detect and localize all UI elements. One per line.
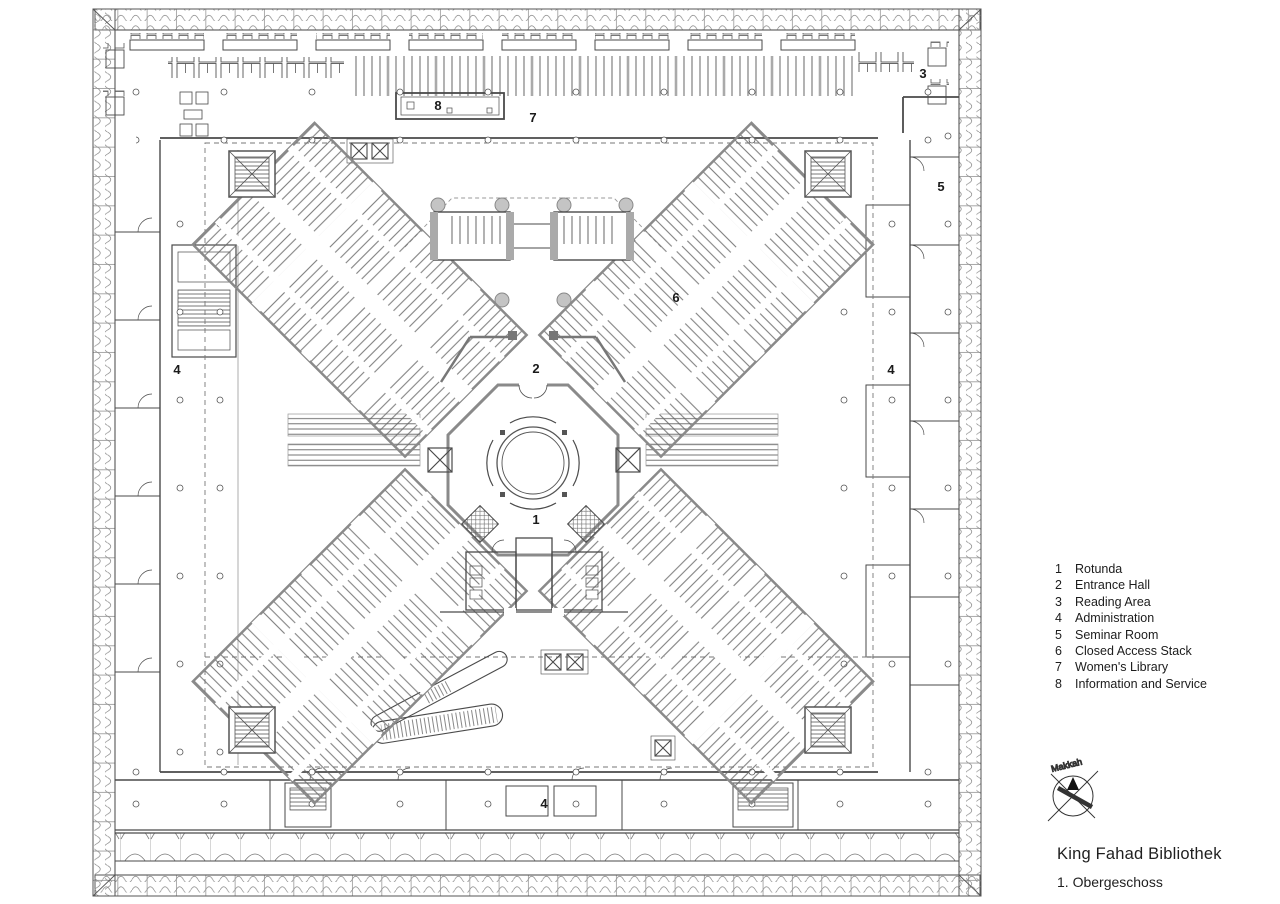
rotunda-circle xyxy=(496,426,570,500)
reading-area-wall xyxy=(902,96,959,133)
stair-tower-nw xyxy=(228,150,276,198)
arcade-band xyxy=(115,833,959,861)
legend-label: Information and Service xyxy=(1075,676,1208,691)
label-administration-left: 4 xyxy=(173,362,181,377)
compass-bar xyxy=(1056,786,1094,809)
rotunda-core xyxy=(427,211,641,616)
legend-item: 4 Administration xyxy=(1055,610,1207,626)
legend-label: Entrance Hall xyxy=(1075,578,1151,593)
label-closed-access-stack: 6 xyxy=(672,290,679,305)
legend-num: 1 xyxy=(1055,562,1062,576)
escalator xyxy=(370,650,508,744)
label-reading-area: 3 xyxy=(919,66,926,81)
grid-dashed-outline xyxy=(204,142,874,768)
legend-item: 5 Seminar Room xyxy=(1055,627,1207,643)
label-administration-bottom: 4 xyxy=(540,796,548,811)
legend-item: 8 Information and Service xyxy=(1055,676,1207,692)
legend-label: Seminar Room xyxy=(1075,627,1159,642)
legend-num: 7 xyxy=(1055,660,1062,675)
label-information-service: 8 xyxy=(434,98,441,113)
legend-label: Administration xyxy=(1075,611,1155,626)
elevators xyxy=(427,447,641,473)
carrels-right xyxy=(856,52,914,72)
compass-needle xyxy=(1067,777,1079,790)
label-womens-library: 7 xyxy=(529,110,536,125)
legend-num: 5 xyxy=(1055,627,1062,642)
legend-item: 2 Entrance Hall xyxy=(1055,577,1207,593)
decorative-border xyxy=(92,8,982,897)
rotunda-benches xyxy=(486,416,580,510)
legend-num: 4 xyxy=(1055,611,1062,626)
wing-southeast xyxy=(537,467,875,805)
octagon-hall xyxy=(446,383,620,557)
carrels-left xyxy=(168,57,344,78)
skylight-boxes xyxy=(346,138,676,761)
legend-item: 1 Rotunda xyxy=(1055,561,1207,577)
label-seminar-room: 5 xyxy=(937,179,944,194)
title-block: King Fahad Bibliothek 1. Obergeschoss xyxy=(1057,845,1222,890)
stack-wings xyxy=(191,121,875,805)
legend-num: 3 xyxy=(1055,594,1062,609)
stair-tower-ne xyxy=(804,150,852,198)
legend-num: 8 xyxy=(1055,676,1062,691)
wing-northwest xyxy=(191,121,529,459)
legend-item: 7 Women's Library xyxy=(1055,659,1207,675)
legend-item: 3 Reading Area xyxy=(1055,594,1207,610)
legend-label: Closed Access Stack xyxy=(1075,644,1192,659)
plan-number-labels: 1 2 3 4 4 4 5 6 7 8 xyxy=(173,66,944,811)
label-administration-right: 4 xyxy=(887,362,895,377)
legend-label: Rotunda xyxy=(1075,562,1123,576)
wing-northeast xyxy=(537,121,875,459)
stair-tower-se xyxy=(804,706,852,754)
corner-stair-towers xyxy=(228,150,852,754)
legend-label: Reading Area xyxy=(1075,594,1151,609)
legend-item: 6 Closed Access Stack xyxy=(1055,643,1207,659)
core-stairs xyxy=(460,504,606,544)
floor-title: 1. Obergeschoss xyxy=(1057,874,1163,890)
label-entrance-hall: 2 xyxy=(532,361,539,376)
label-rotunda: 1 xyxy=(532,512,539,527)
legend-label: Women's Library xyxy=(1075,660,1169,675)
project-title: King Fahad Bibliothek xyxy=(1057,845,1222,863)
wing-southwest xyxy=(191,467,529,805)
column-grid xyxy=(120,88,952,808)
legend-num: 2 xyxy=(1055,578,1062,593)
wc-blocks xyxy=(430,211,634,261)
compass-rose: Makkah xyxy=(1047,756,1099,822)
legend-num: 6 xyxy=(1055,644,1062,659)
makkah-label: Makkah xyxy=(1050,757,1083,774)
stair-tower-sw xyxy=(228,706,276,754)
entrance-hall-walls xyxy=(439,335,627,383)
